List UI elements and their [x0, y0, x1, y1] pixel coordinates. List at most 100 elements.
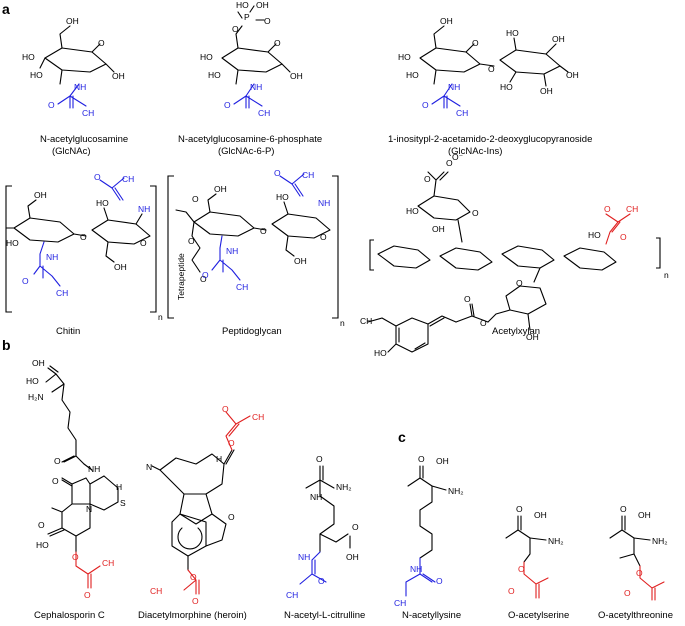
- svg-text:O: O: [98, 38, 105, 48]
- svg-text:O: O: [140, 238, 147, 248]
- svg-text:CH: CH: [360, 316, 372, 326]
- svg-text:O: O: [94, 172, 101, 182]
- svg-text:O: O: [200, 274, 207, 284]
- svg-text:O: O: [516, 278, 523, 288]
- svg-text:NH: NH: [74, 82, 86, 92]
- svg-text:OH: OH: [290, 71, 303, 81]
- svg-text:HO: HO: [236, 0, 249, 10]
- svg-text:HO: HO: [36, 540, 49, 550]
- label-chitin: Chitin: [56, 326, 80, 337]
- svg-text:O: O: [418, 454, 425, 464]
- svg-text:OH: OH: [436, 456, 449, 466]
- label-o-acetylserine: O-acetylserine: [508, 610, 569, 621]
- svg-text:O: O: [260, 226, 267, 236]
- svg-text:CH: CH: [626, 204, 638, 214]
- svg-text:CH: CH: [122, 174, 134, 184]
- svg-text:OH: OH: [256, 0, 269, 10]
- svg-text:H: H: [116, 482, 122, 492]
- svg-text:O: O: [620, 232, 627, 242]
- svg-text:O: O: [508, 586, 515, 596]
- svg-text:n: n: [158, 312, 163, 322]
- panel-label-c: c: [398, 429, 406, 445]
- svg-text:NH: NH: [298, 552, 310, 562]
- svg-text:NH₂: NH₂: [448, 486, 464, 496]
- svg-text:O: O: [52, 476, 59, 486]
- svg-text:HO: HO: [506, 28, 519, 38]
- svg-text:OH: OH: [112, 71, 125, 81]
- svg-text:Tetrapeptide: Tetrapeptide: [176, 253, 186, 300]
- svg-text:O: O: [624, 588, 631, 598]
- structure-glcnac-6-phosphate: HO OH P O O HO HO O OH NH O CH N-acetylg…: [178, 0, 322, 157]
- svg-text:OH: OH: [114, 262, 127, 272]
- svg-text:HO: HO: [6, 238, 19, 248]
- label-o-acetylthreonine: O-acetylthreonine: [598, 610, 673, 621]
- label-glcnac-abbr: (GlcNAc): [52, 146, 91, 157]
- svg-text:O: O: [228, 438, 235, 448]
- svg-text:O: O: [424, 174, 431, 184]
- svg-text:OH: OH: [534, 510, 547, 520]
- label-glcnac-6-p-abbr: (GlcNAc-6-P): [218, 146, 274, 157]
- label-glcnac: N-acetylglucosamine: [40, 134, 128, 145]
- svg-text:NH: NH: [310, 492, 322, 502]
- svg-text:HO: HO: [374, 348, 387, 358]
- svg-text:O: O: [352, 522, 359, 532]
- svg-text:O: O: [264, 16, 271, 26]
- svg-text:O: O: [274, 168, 281, 178]
- svg-text:NH: NH: [448, 82, 460, 92]
- svg-text:O: O: [190, 572, 197, 582]
- structure-chitin: n OH HO O HO OH O NH O CH NH O CH Chitin: [5, 172, 163, 337]
- svg-text:O: O: [636, 568, 643, 578]
- svg-text:n: n: [340, 318, 345, 328]
- svg-text:OH: OH: [566, 70, 579, 80]
- structure-o-acetylserine: O OH NH₂ O O O-acetylserine: [505, 504, 569, 621]
- svg-text:NH: NH: [138, 204, 150, 214]
- svg-text:HO: HO: [500, 82, 513, 92]
- svg-text:OH: OH: [214, 184, 227, 194]
- svg-text:H: H: [216, 454, 222, 464]
- svg-text:O: O: [188, 236, 195, 246]
- label-diacetylmorphine: Diacetylmorphine (heroin): [138, 610, 247, 621]
- svg-text:O: O: [436, 576, 443, 586]
- svg-text:HO: HO: [406, 206, 419, 216]
- svg-text:CH: CH: [394, 598, 406, 608]
- svg-text:CH: CH: [286, 590, 298, 600]
- svg-text:O: O: [48, 100, 55, 110]
- svg-text:NH₂: NH₂: [548, 536, 564, 546]
- svg-text:O: O: [316, 454, 323, 464]
- label-peptidoglycan: Peptidoglycan: [222, 326, 282, 337]
- svg-text:NH: NH: [226, 246, 238, 256]
- svg-text:CH: CH: [302, 170, 314, 180]
- svg-text:OH: OH: [346, 552, 359, 562]
- panel-label-b: b: [2, 337, 11, 353]
- svg-text:n: n: [664, 270, 669, 280]
- svg-text:O: O: [192, 194, 199, 204]
- structure-n-acetyl-citrulline: O NH₂ NH O OH NH O CH N-acetyl-L-citrull…: [284, 454, 365, 621]
- svg-text:O: O: [516, 504, 523, 514]
- svg-text:P: P: [244, 12, 250, 22]
- svg-text:CH: CH: [252, 412, 264, 422]
- svg-text:O: O: [274, 38, 281, 48]
- svg-text:OH: OH: [552, 34, 565, 44]
- svg-text:O: O: [472, 38, 479, 48]
- svg-text:OH: OH: [294, 256, 307, 266]
- svg-text:CH: CH: [150, 586, 162, 596]
- svg-text:O: O: [84, 590, 91, 600]
- svg-text:NH: NH: [88, 464, 100, 474]
- structure-diacetylmorphine: N O H O CH O O O CH Diacetylmorphine (he…: [138, 404, 264, 621]
- svg-text:O: O: [228, 512, 235, 522]
- svg-text:O: O: [72, 552, 79, 562]
- svg-text:O: O: [480, 318, 487, 328]
- svg-text:OH: OH: [432, 224, 445, 234]
- svg-text:OH: OH: [526, 332, 539, 342]
- panel-label-a: a: [2, 1, 10, 17]
- svg-text:S: S: [120, 498, 126, 508]
- svg-text:OH: OH: [32, 358, 45, 368]
- svg-text:O: O: [54, 456, 61, 466]
- svg-text:HO: HO: [398, 52, 411, 62]
- structure-o-acetylthreonine: O OH NH₂ O O O-acetylthreonine: [598, 504, 673, 621]
- svg-text:CH: CH: [82, 108, 94, 118]
- svg-text:CH: CH: [236, 282, 248, 292]
- svg-text:O: O: [620, 504, 627, 514]
- svg-text:CH: CH: [102, 558, 114, 568]
